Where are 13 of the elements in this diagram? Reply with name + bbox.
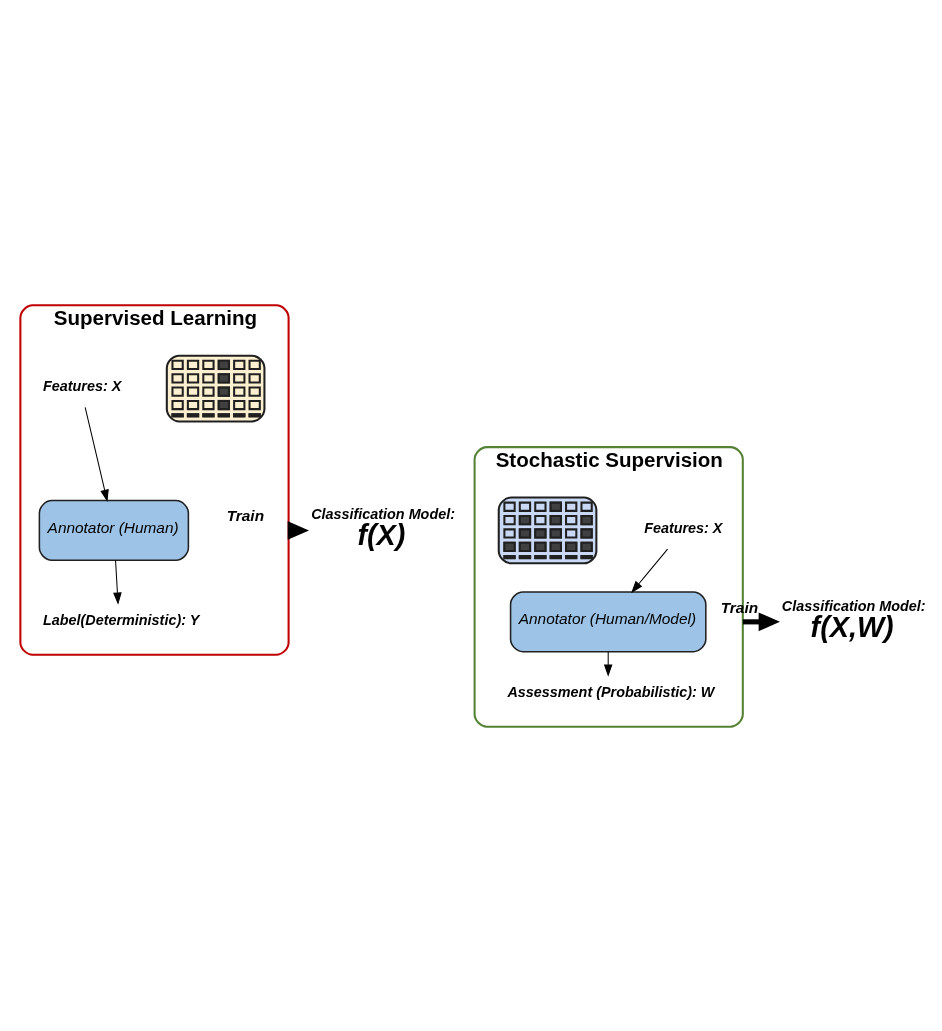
edge-label: Train <box>226 506 265 524</box>
arrow <box>742 612 780 631</box>
node-text: Classification Model: f(X) <box>311 505 455 551</box>
node-text: Features: X <box>644 519 723 536</box>
arrow <box>113 559 122 605</box>
node-text: Assessment (Probabilistic): W <box>507 683 715 700</box>
node-box: Annotator (Human/Model) <box>509 590 707 652</box>
arrow <box>631 548 669 593</box>
node-text: Features: X <box>42 377 122 394</box>
node-text: Classification Model: f(X,W) <box>781 597 926 643</box>
node-text: Label(Deterministic): Y <box>42 611 200 628</box>
arrow <box>84 406 109 502</box>
node-box: Annotator (Human) <box>38 499 190 561</box>
